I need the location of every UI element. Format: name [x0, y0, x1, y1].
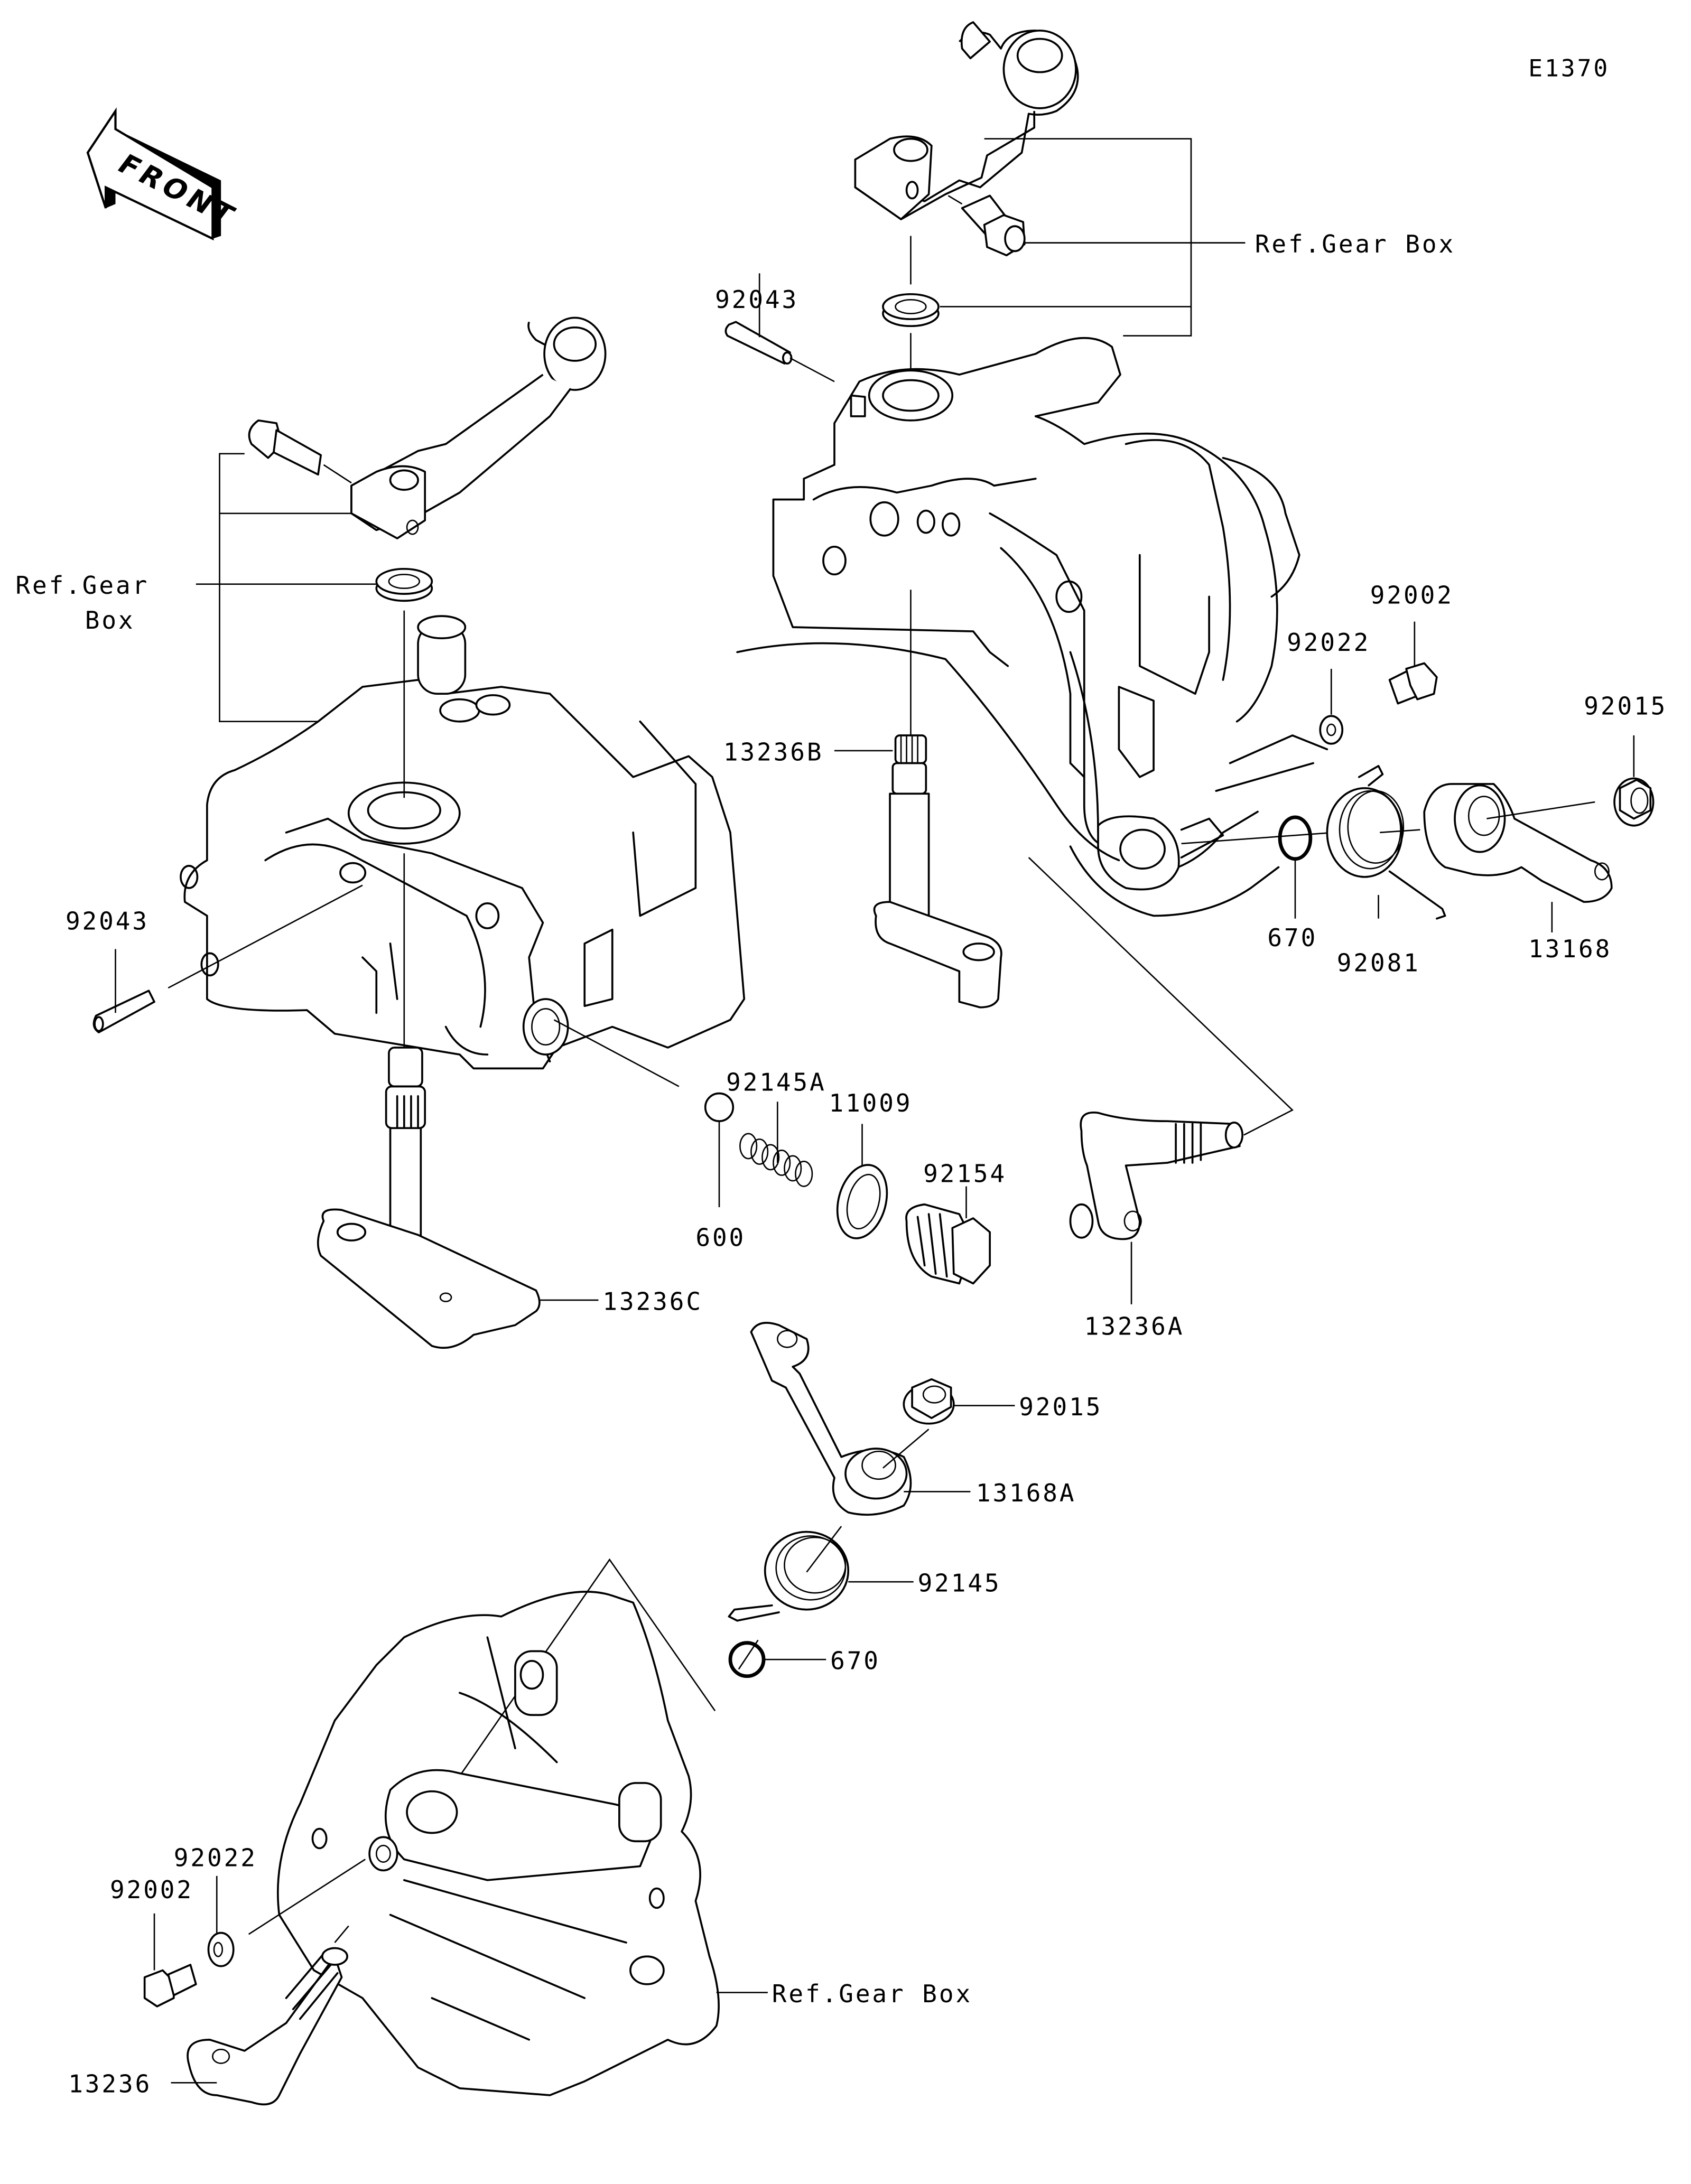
gear-box-case-left: [180, 615, 746, 1070]
shift-shaft-13236B[interactable]: [873, 590, 1002, 1009]
detent-spring-92145A[interactable]: [739, 1133, 813, 1187]
part-label-92002-right[interactable]: 92002: [1370, 581, 1454, 609]
shift-lever-top[interactable]: [854, 21, 1079, 220]
part-label-13236[interactable]: 13236: [68, 2070, 152, 2098]
shift-shaft-13236C[interactable]: [317, 853, 541, 1349]
washer-92022-left[interactable]: [207, 1931, 235, 1967]
oil-seal-left[interactable]: [375, 567, 433, 602]
shift-arm-13168A[interactable]: [750, 1322, 912, 1516]
dowel-pin-left[interactable]: [92, 990, 155, 1033]
nut-92015-right[interactable]: [1613, 777, 1655, 827]
nut-92015-mid[interactable]: [903, 1378, 955, 1425]
bolt-92002-right[interactable]: [1388, 662, 1438, 705]
diagram-code: E1370: [1528, 54, 1610, 82]
ref-gear-box-label-left-line1: Ref.Gear: [15, 571, 149, 600]
part-label-670-mid[interactable]: 670: [830, 1647, 880, 1675]
ref-gear-box-label-bottom: Ref.Gear Box: [772, 1980, 972, 2008]
front-arrow-icon: FRONT: [86, 107, 244, 241]
part-label-92015-right[interactable]: 92015: [1584, 692, 1667, 721]
part-label-92022-left[interactable]: 92022: [174, 1844, 257, 1872]
part-label-13168A[interactable]: 13168A: [976, 1479, 1076, 1507]
gear-box-case-bottom: [276, 1591, 720, 2096]
torsion-spring-92145[interactable]: [728, 1530, 850, 1622]
part-label-13236B[interactable]: 13236B: [723, 738, 824, 766]
part-label-92043-left[interactable]: 92043: [66, 907, 149, 936]
o-ring-670-mid[interactable]: [728, 1641, 766, 1678]
plug-bolt-92154[interactable]: [905, 1203, 991, 1285]
part-label-11009[interactable]: 11009: [829, 1089, 912, 1117]
gear-box-case-right: [736, 337, 1328, 917]
part-label-92145[interactable]: 92145: [918, 1569, 1001, 1598]
part-label-600[interactable]: 600: [695, 1224, 746, 1252]
ref-gear-box-label-top: Ref.Gear Box: [1255, 230, 1455, 258]
o-ring-670-right[interactable]: [1278, 815, 1313, 861]
part-label-92043-top[interactable]: 92043: [715, 285, 798, 314]
shift-lever-left[interactable]: [350, 316, 607, 539]
part-label-670-right[interactable]: 670: [1267, 923, 1317, 952]
bolt-top[interactable]: [961, 194, 1026, 257]
dowel-pin-top[interactable]: [724, 321, 793, 365]
oil-seal-top[interactable]: [882, 293, 940, 328]
ref-gear-box-label-left-line2: Box: [85, 606, 135, 634]
part-label-13168[interactable]: 13168: [1528, 935, 1612, 963]
part-label-13236A[interactable]: 13236A: [1084, 1312, 1185, 1341]
part-label-92081[interactable]: 92081: [1337, 949, 1420, 977]
washer-92022-right[interactable]: [1319, 715, 1344, 745]
bolt-left[interactable]: [248, 419, 322, 476]
part-label-92022-right[interactable]: 92022: [1287, 628, 1370, 657]
part-label-92015-mid[interactable]: 92015: [1019, 1393, 1102, 1421]
shift-shaft-13236[interactable]: [187, 1947, 348, 2106]
torsion-spring-92081[interactable]: [1326, 764, 1446, 920]
part-label-92145A[interactable]: 92145A: [726, 1068, 826, 1096]
gasket-11009[interactable]: [830, 1159, 895, 1244]
shift-arm-13168[interactable]: [1423, 783, 1613, 903]
part-label-92002-left[interactable]: 92002: [110, 1875, 193, 1904]
part-label-13236C[interactable]: 13236C: [602, 1287, 703, 1315]
shift-shaft-13236A[interactable]: [1069, 1111, 1243, 1240]
detent-ball-600[interactable]: [704, 1092, 735, 1122]
part-label-92154[interactable]: 92154: [923, 1160, 1007, 1188]
bolt-92002-left[interactable]: [143, 1964, 197, 2008]
